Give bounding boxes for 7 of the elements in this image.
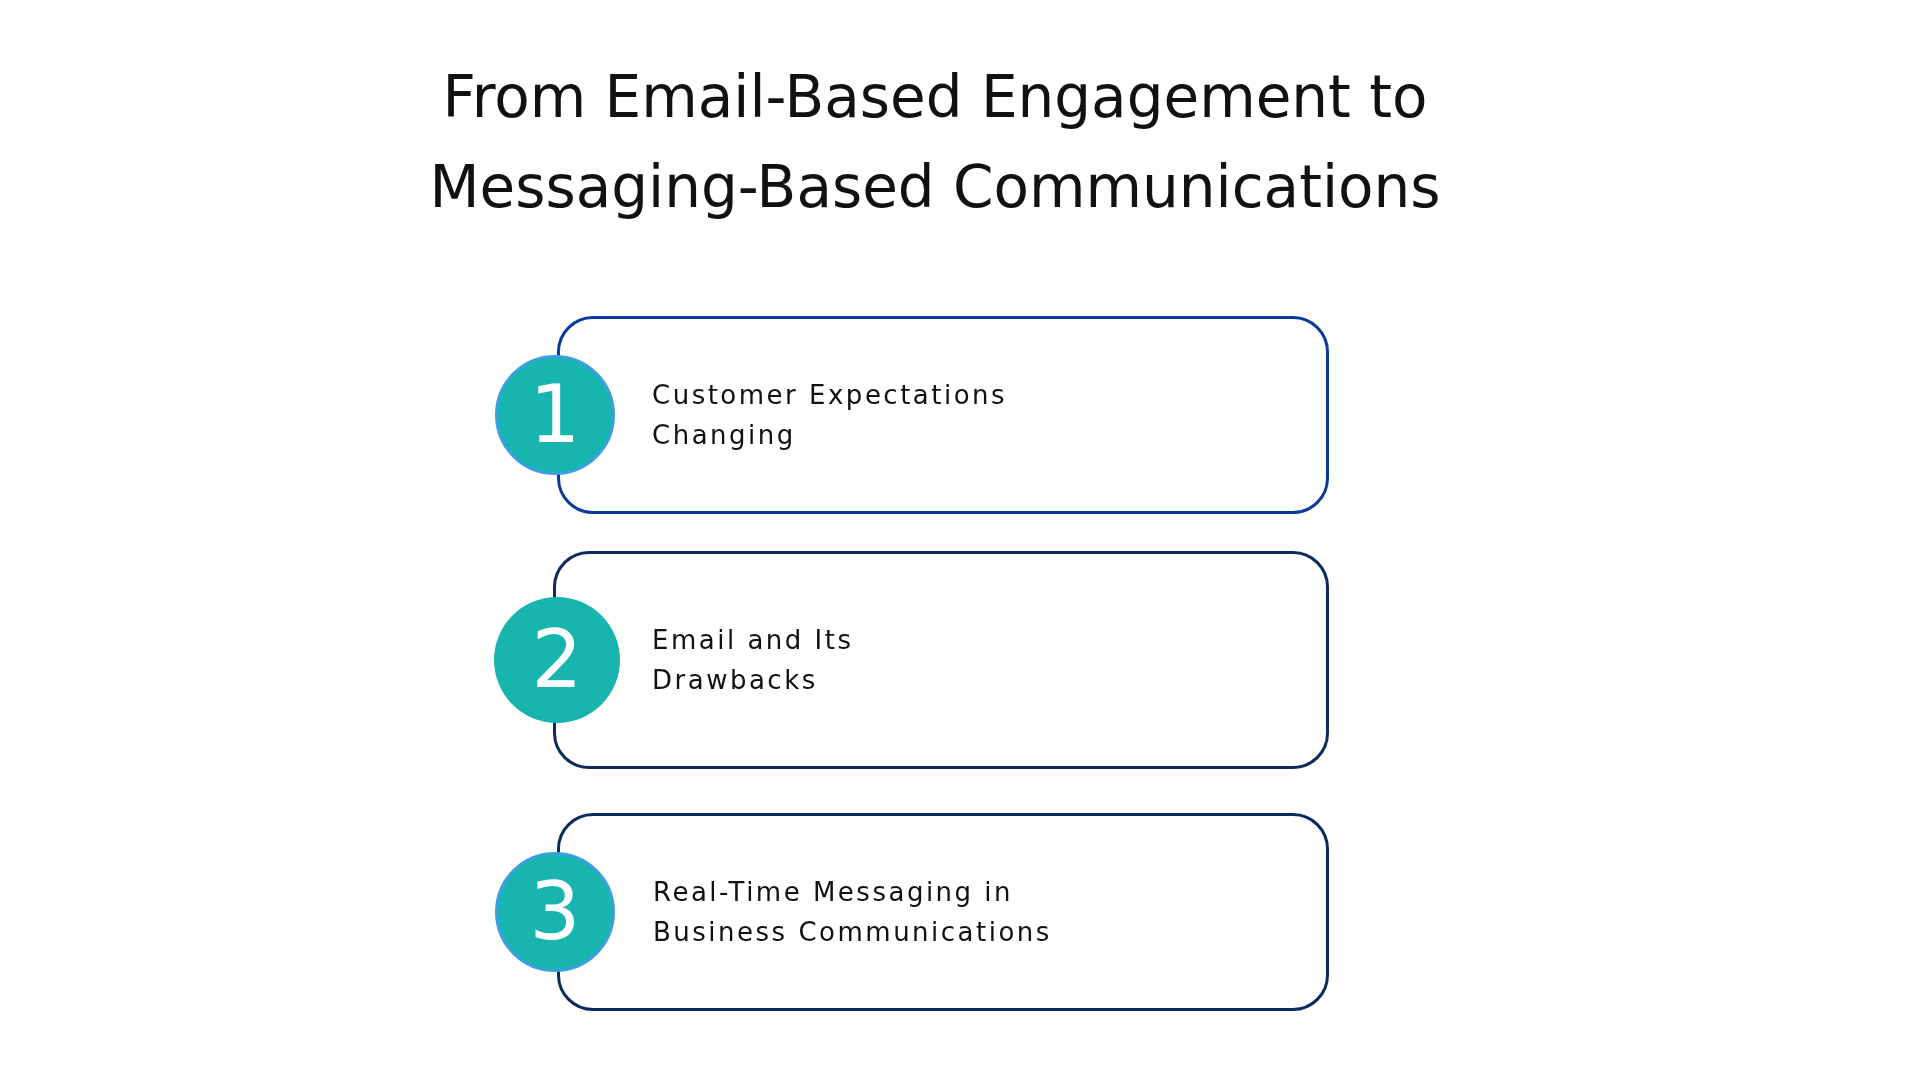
step-number: 2: [531, 620, 583, 700]
step-number: 3: [529, 872, 581, 952]
step-title: Customer Expectations Changing: [652, 379, 1009, 452]
step-title: Real-Time Messaging in Business Communications: [653, 876, 1053, 949]
step-title: Email and Its Drawbacks: [652, 624, 855, 697]
title: From Email-Based Engagement to Messaging-Based Communications: [428, 62, 1442, 223]
step-number: 1: [529, 375, 581, 455]
